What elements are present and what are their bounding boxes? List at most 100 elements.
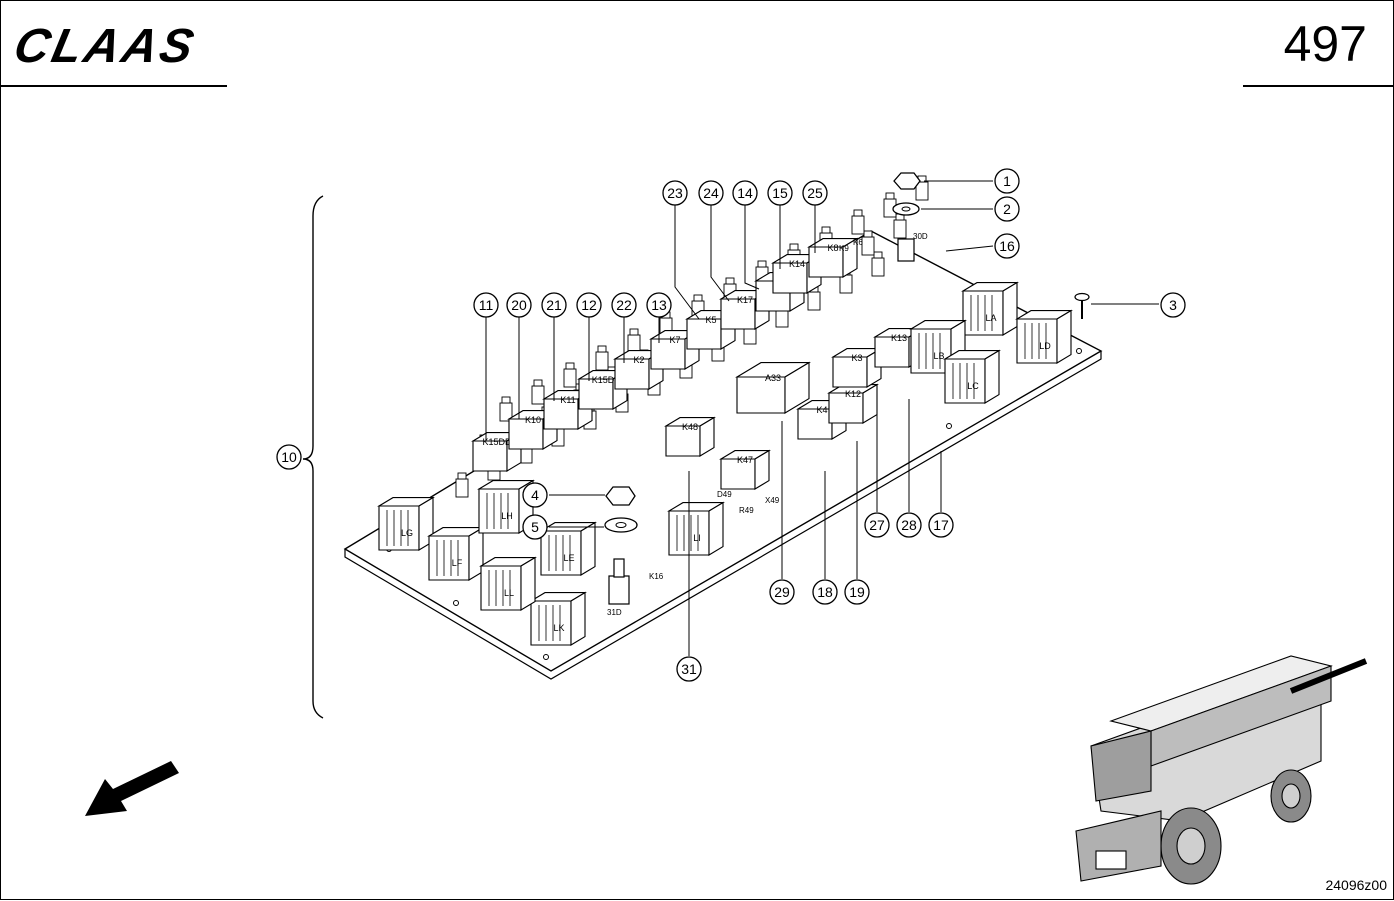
- connector-lc: LC: [943, 349, 1001, 404]
- svg-text:K8: K8: [827, 243, 838, 253]
- connector-lf: LF: [427, 526, 485, 581]
- svg-text:15: 15: [772, 185, 788, 201]
- relay-k48: K48: [664, 416, 716, 457]
- callout-10[interactable]: 10: [276, 444, 302, 470]
- svg-text:23: 23: [667, 185, 683, 201]
- connector-ld: LD: [1015, 309, 1073, 364]
- screw-icon: [1074, 292, 1090, 302]
- leader-lines: [485, 180, 1159, 656]
- relay-k3: K3: [831, 347, 883, 388]
- callout-4[interactable]: 4: [522, 482, 548, 508]
- assembly-bracket: [302, 195, 324, 719]
- svg-text:24: 24: [703, 185, 719, 201]
- header-rule-left: [1, 85, 227, 87]
- svg-text:12: 12: [581, 297, 597, 313]
- svg-text:LE: LE: [563, 553, 574, 563]
- callout-19[interactable]: 19: [844, 579, 870, 605]
- callout-14[interactable]: 14: [732, 180, 758, 206]
- callout-12[interactable]: 12: [576, 292, 602, 318]
- svg-text:27: 27: [869, 517, 885, 533]
- connector-lg: LG: [377, 496, 435, 551]
- svg-text:5: 5: [531, 519, 539, 535]
- callout-29[interactable]: 29: [769, 579, 795, 605]
- callout-28[interactable]: 28: [896, 512, 922, 538]
- svg-text:21: 21: [546, 297, 562, 313]
- page-number: 497: [1283, 16, 1367, 72]
- svg-text:K11: K11: [560, 395, 575, 405]
- svg-text:K48: K48: [682, 422, 698, 432]
- svg-text:K4: K4: [816, 405, 827, 415]
- svg-text:13: 13: [651, 297, 667, 313]
- connector-ll: LL: [479, 556, 537, 611]
- callout-20[interactable]: 20: [506, 292, 532, 318]
- label-k6: K6: [853, 238, 863, 247]
- svg-text:LC: LC: [967, 381, 979, 391]
- svg-text:14: 14: [737, 185, 753, 201]
- svg-text:K17: K17: [737, 295, 753, 305]
- svg-text:K13: K13: [891, 333, 907, 343]
- connector-le: LE: [539, 521, 597, 576]
- svg-text:K15DD: K15DD: [482, 437, 512, 447]
- callout-23[interactable]: 23: [662, 180, 688, 206]
- callout-11[interactable]: 11: [473, 292, 499, 318]
- svg-text:K10: K10: [525, 415, 541, 425]
- svg-text:LL: LL: [504, 588, 514, 598]
- svg-text:29: 29: [774, 584, 790, 600]
- combine-harvester-thumbnail: [1075, 655, 1368, 885]
- connector-li: LI: [667, 501, 725, 556]
- svg-text:28: 28: [901, 517, 917, 533]
- callout-24[interactable]: 24: [698, 180, 724, 206]
- label-x49: X49: [765, 496, 780, 505]
- svg-text:LG: LG: [401, 528, 413, 538]
- callout-13[interactable]: 13: [646, 292, 672, 318]
- svg-text:11: 11: [479, 297, 494, 313]
- svg-text:4: 4: [531, 487, 539, 503]
- svg-text:LD: LD: [1039, 341, 1051, 351]
- svg-text:17: 17: [933, 517, 949, 533]
- svg-text:K5: K5: [705, 315, 716, 325]
- callout-22[interactable]: 22: [611, 292, 637, 318]
- callout-21[interactable]: 21: [541, 292, 567, 318]
- callout-18[interactable]: 18: [812, 579, 838, 605]
- svg-text:18: 18: [817, 584, 833, 600]
- hardware-parts: [604, 172, 1090, 605]
- relay-k8: K8: [807, 237, 859, 278]
- svg-text:2: 2: [1003, 201, 1011, 217]
- svg-text:31: 31: [681, 661, 697, 677]
- svg-text:LH: LH: [501, 511, 513, 521]
- callout-15[interactable]: 15: [767, 180, 793, 206]
- callout-31[interactable]: 31: [676, 656, 702, 682]
- callout-2[interactable]: 2: [994, 196, 1020, 222]
- callout-25[interactable]: 25: [802, 180, 828, 206]
- relay-k12: K12: [827, 383, 879, 424]
- svg-text:3: 3: [1169, 297, 1177, 313]
- svg-text:LA: LA: [985, 313, 996, 323]
- svg-text:22: 22: [616, 297, 632, 313]
- svg-text:K3: K3: [851, 353, 862, 363]
- callout-1[interactable]: 1: [994, 168, 1020, 194]
- callout-16[interactable]: 16: [994, 233, 1020, 259]
- relay-a33: A33: [735, 361, 811, 414]
- relay-k47: K47: [719, 449, 771, 490]
- svg-text:19: 19: [849, 584, 865, 600]
- svg-text:10: 10: [281, 449, 297, 465]
- label-31d: 31D: [607, 608, 622, 617]
- direction-arrow-icon: [85, 761, 179, 816]
- hex-nut-4-icon: [605, 486, 636, 506]
- callout-27[interactable]: 27: [864, 512, 890, 538]
- callout-17[interactable]: 17: [928, 512, 954, 538]
- callout-5[interactable]: 5: [522, 514, 548, 540]
- hex-nut-icon: [893, 172, 921, 190]
- callout-3[interactable]: 3: [1160, 292, 1186, 318]
- svg-text:25: 25: [807, 185, 823, 201]
- svg-text:LB: LB: [933, 351, 944, 361]
- svg-text:LK: LK: [553, 623, 564, 633]
- svg-text:LF: LF: [452, 558, 463, 568]
- connector-lk: LK: [529, 591, 587, 646]
- label-k16: K16: [649, 572, 664, 581]
- svg-text:1: 1: [1003, 173, 1011, 189]
- label-30d: 30D: [913, 232, 928, 241]
